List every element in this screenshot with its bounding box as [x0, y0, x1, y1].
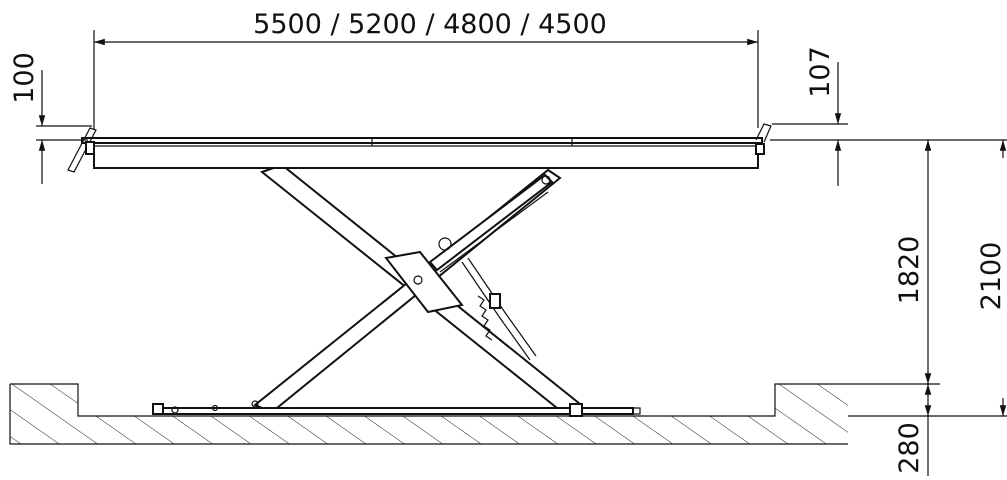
- thickness-left-label: 100: [9, 52, 40, 104]
- left-ramp: [67, 127, 97, 173]
- lift-platform: [67, 123, 772, 173]
- overall-length-label: 5500 / 5200 / 4800 / 4500: [253, 9, 607, 40]
- right-wheel-stop: [755, 123, 772, 155]
- base-frame: [152, 400, 641, 417]
- dimension-overall-length: 5500 / 5200 / 4800 / 4500: [93, 9, 759, 130]
- total-height-label: 2100: [976, 242, 1007, 311]
- dimension-platform-thickness-left: 100: [9, 52, 92, 184]
- dimension-pit-depth: 280: [848, 384, 1007, 476]
- hydraulic-cylinder: [428, 173, 554, 361]
- dimension-lift-height: 1820: [848, 140, 940, 385]
- pivot-plate: [384, 250, 464, 314]
- scissor-mechanism: [253, 163, 582, 414]
- lift-height-label: 1820: [894, 236, 925, 305]
- thickness-right-label: 107: [805, 46, 836, 98]
- pit-depth-label: 280: [894, 422, 925, 474]
- dimension-platform-thickness-right: 107: [770, 46, 1007, 186]
- dimension-total-height: 2100: [976, 140, 1007, 416]
